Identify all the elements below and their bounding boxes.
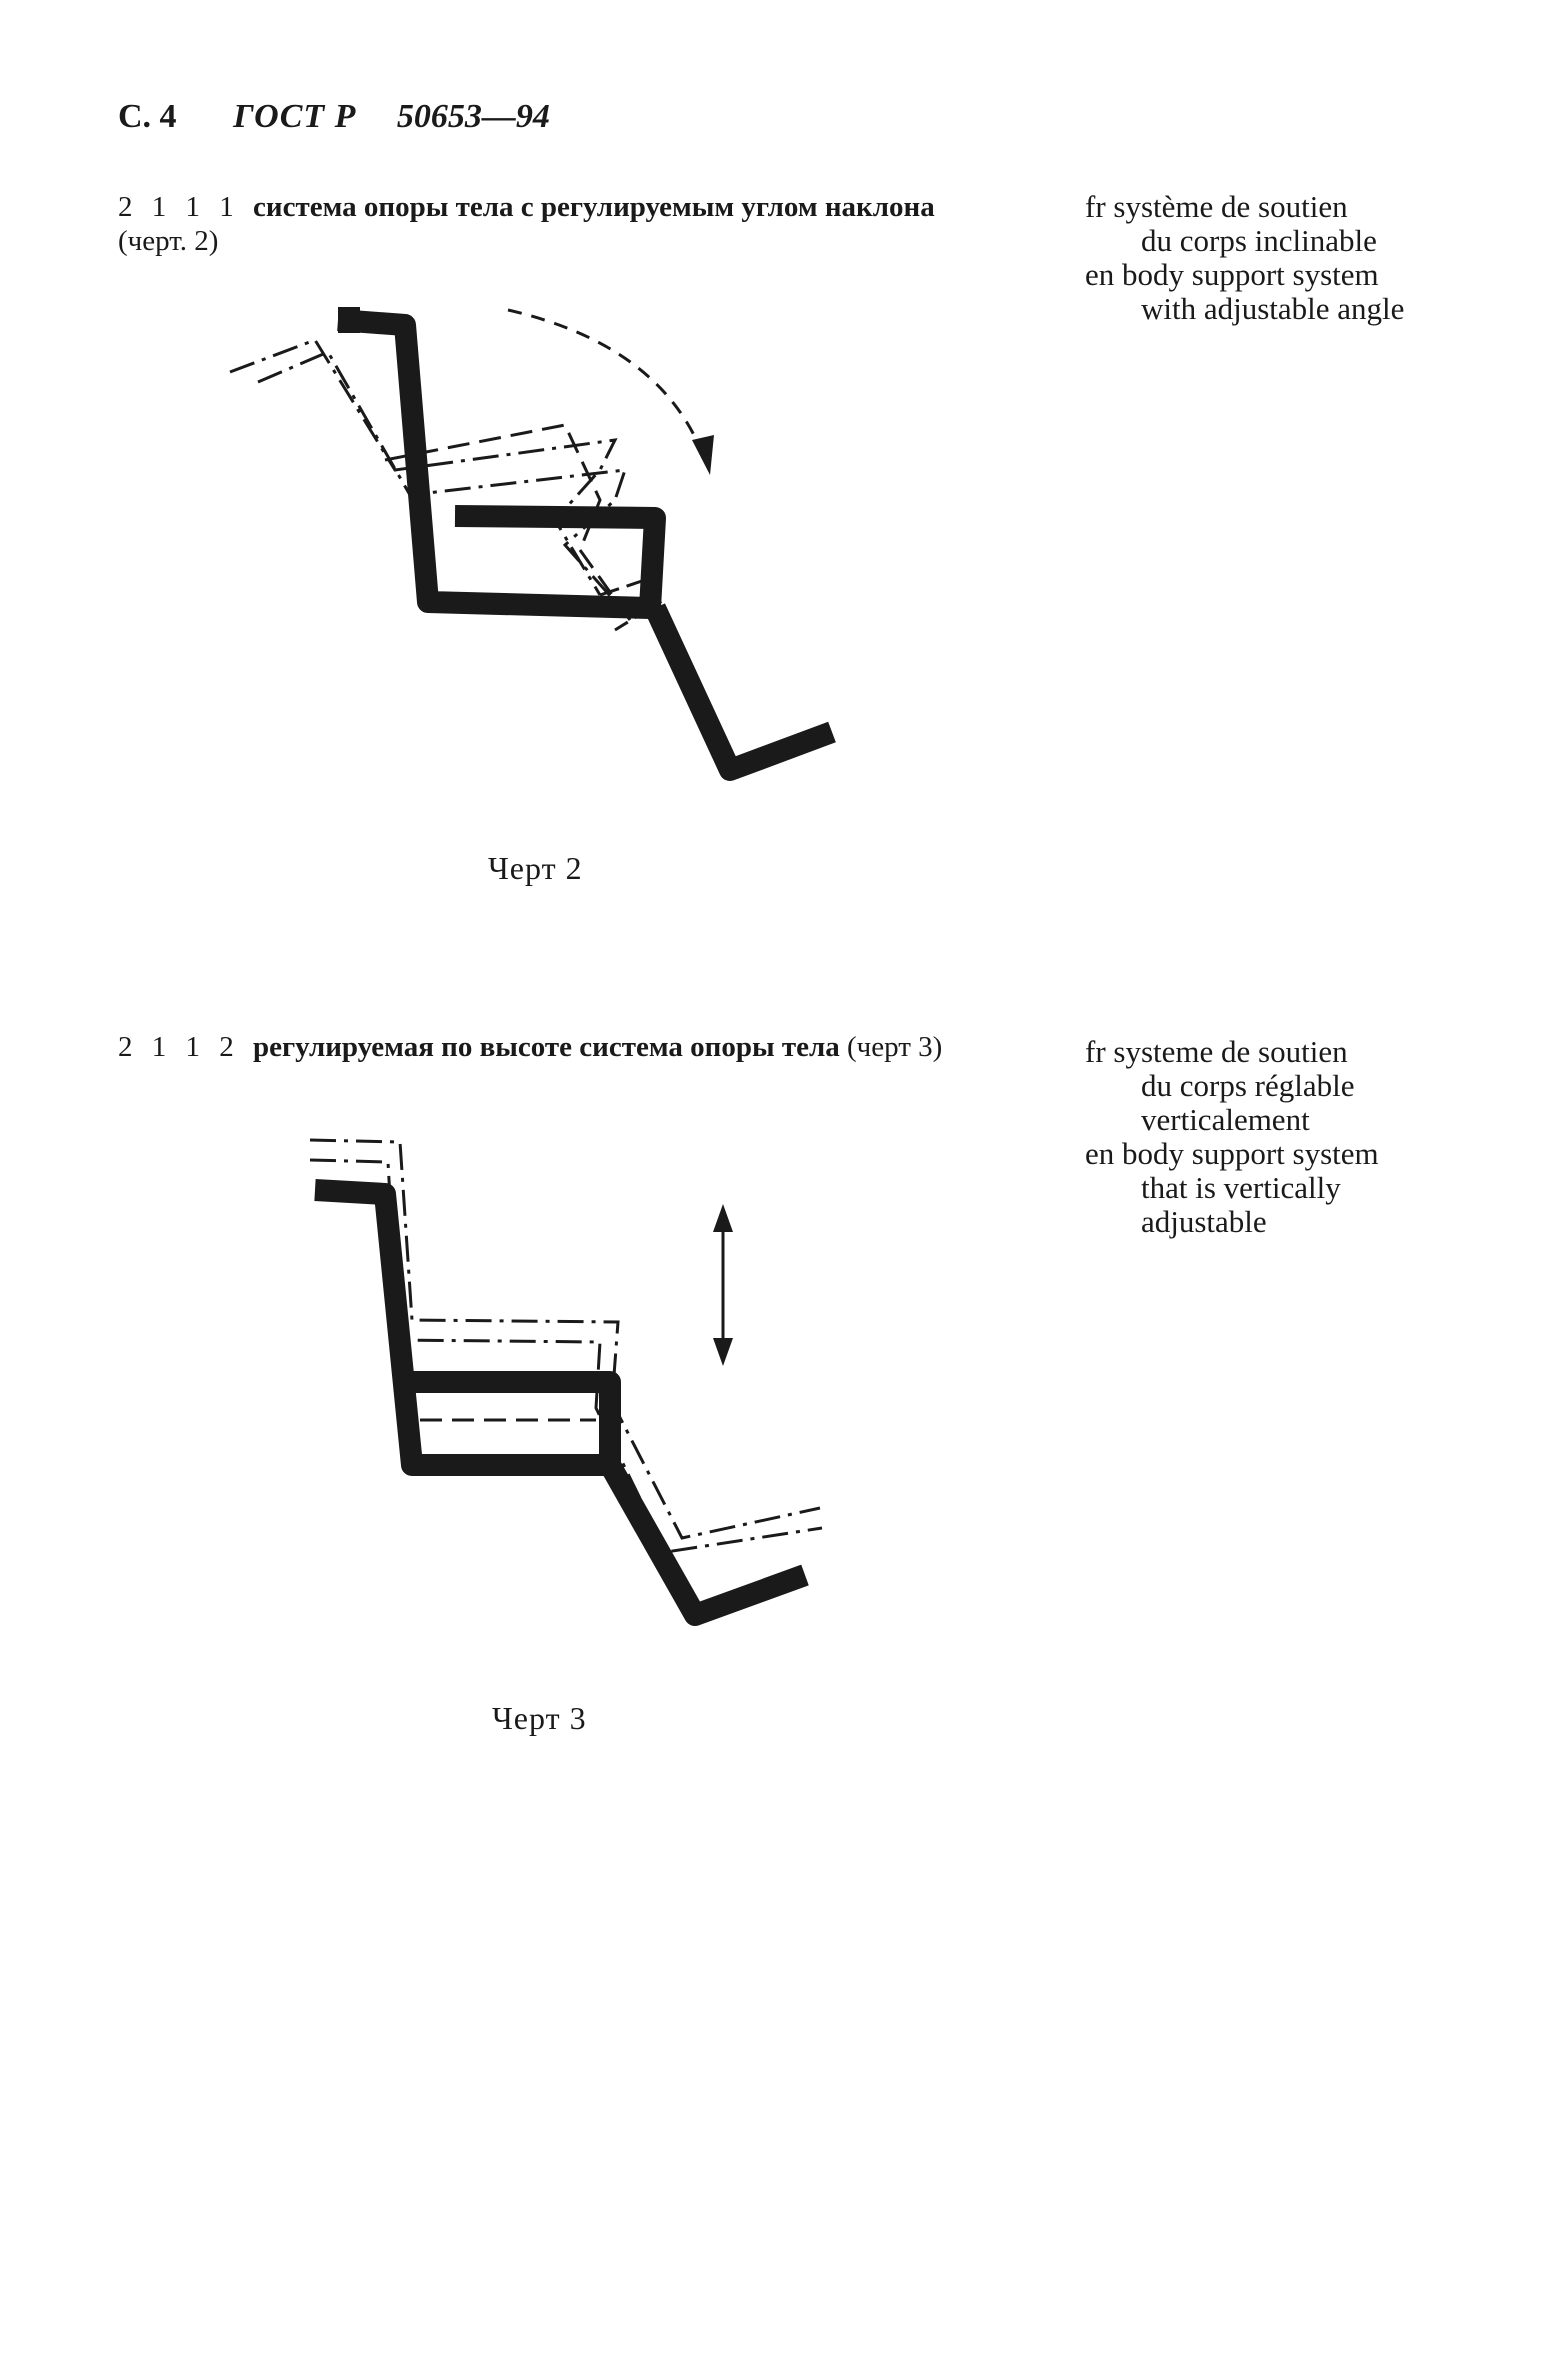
figure-3-caption: Черт 3 [492, 1700, 587, 1736]
figure-2-caption: Черт 2 [488, 850, 583, 886]
en-equivalent: en body support system [1085, 1137, 1379, 1171]
term-2112-equivalents: fr systeme de soutien du corps réglable … [1085, 1035, 1379, 1239]
fr-equivalent: fr système de soutien [1085, 190, 1404, 224]
en-line-2: that is vertically [1141, 1170, 1341, 1205]
fr-line-3: verticalement [1141, 1102, 1310, 1137]
en-line-1: body support system [1122, 1136, 1379, 1171]
en-equivalent: en body support system [1085, 258, 1404, 292]
term-2111-ru: 2 1 1 1 система опоры тела с регулируемы… [118, 190, 978, 258]
en-line-2: with adjustable angle [1141, 291, 1405, 326]
standard-name: ГОСТ Р [233, 98, 357, 135]
term-figure-ref: (черт. 2) [118, 225, 219, 257]
en-line-3: adjustable [1141, 1204, 1267, 1239]
fr-label: fr [1085, 1034, 1106, 1069]
en-label: en [1085, 257, 1115, 292]
en-label: en [1085, 1136, 1115, 1171]
page-number: С. 4 [118, 98, 177, 135]
term-2111-equivalents: fr système de soutien du corps inclinabl… [1085, 190, 1404, 326]
fr-line-2: du corps inclinable [1141, 223, 1377, 258]
term-name: регулируемая по высоте система опоры тел… [253, 1031, 840, 1063]
term-number: 2 1 1 1 [118, 191, 240, 223]
en-line-1: body support system [1122, 257, 1379, 292]
fr-label: fr [1085, 189, 1106, 224]
figure-2-tilt-diagram [229, 307, 836, 781]
fr-line-2: du corps réglable [1141, 1068, 1355, 1103]
fr-line-1: système de soutien [1113, 189, 1348, 224]
page-header: С. 4 ГОСТ Р 50653—94 [118, 98, 550, 136]
term-name: система опоры тела с регулируемым углом … [253, 191, 935, 223]
term-number: 2 1 1 2 [118, 1031, 240, 1063]
figure-3-height-diagram [309, 1138, 823, 1626]
term-2112-ru: 2 1 1 2 регулируемая по высоте система о… [118, 1030, 978, 1064]
fr-line-1: systeme de soutien [1113, 1034, 1348, 1069]
fr-equivalent: fr systeme de soutien [1085, 1035, 1379, 1069]
standard-number: 50653—94 [396, 98, 550, 135]
term-figure-ref: (черт 3) [847, 1031, 943, 1063]
